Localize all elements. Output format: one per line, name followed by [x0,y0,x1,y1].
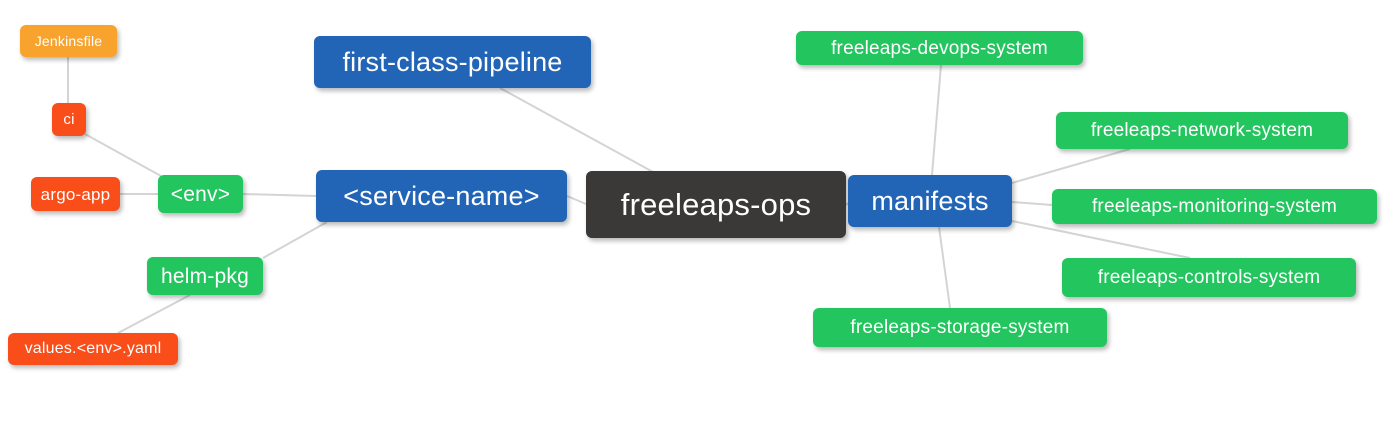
mindmap-node-helm-pkg[interactable]: helm-pkg [147,257,263,295]
edge-env-to-service-name [242,193,317,197]
edge-first-class-pipeline-to-freeleaps-ops [499,87,654,173]
edge-manifests-to-freeleaps-controls-system [1011,220,1191,259]
mindmap-node-label: first-class-pipeline [342,46,563,77]
mindmap-node-label: values.<env>.yaml [24,340,162,357]
mindmap-node-manifests[interactable]: manifests [848,175,1012,227]
mindmap-node-label: <service-name> [343,180,540,211]
mindmap-node-ci[interactable]: ci [52,103,86,136]
mindmap-node-label: freeleaps-devops-system [831,37,1048,59]
mindmap-node-service-name[interactable]: <service-name> [316,170,567,222]
edge-manifests-to-freeleaps-monitoring-system [1011,201,1053,206]
mindmap-node-first-class-pipeline[interactable]: first-class-pipeline [314,36,591,88]
mindmap-node-freeleaps-controls-system[interactable]: freeleaps-controls-system [1062,258,1356,297]
mindmap-node-argo-app[interactable]: argo-app [31,177,120,211]
mindmap-node-label: ci [63,111,75,128]
mindmap-node-env[interactable]: <env> [158,175,243,213]
edge-service-name-to-freeleaps-ops [566,195,587,205]
edge-manifests-to-freeleaps-network-system [1011,148,1131,184]
edge-ci-to-env [84,133,162,177]
mindmap-node-values-env-yaml[interactable]: values.<env>.yaml [8,333,178,365]
mindmap-node-freeleaps-network-system[interactable]: freeleaps-network-system [1056,112,1348,149]
mindmap-node-label: <env> [170,182,231,206]
mindmap-node-label: freeleaps-ops [620,187,812,222]
mindmap-node-label: freeleaps-storage-system [850,317,1070,338]
mindmap-node-label: freeleaps-controls-system [1097,267,1321,288]
mindmap-node-freeleaps-devops-system[interactable]: freeleaps-devops-system [796,31,1083,65]
edge-manifests-to-freeleaps-storage-system [938,226,951,309]
mindmap-node-label: freeleaps-network-system [1090,120,1314,141]
edge-freeleaps-devops-system-to-manifests [931,64,942,176]
mindmap-node-freeleaps-storage-system[interactable]: freeleaps-storage-system [813,308,1107,347]
mindmap-node-label: Jenkinsfile [34,33,103,49]
mindmap-node-freeleaps-ops[interactable]: freeleaps-ops [586,171,846,238]
mindmap-node-freeleaps-monitoring-system[interactable]: freeleaps-monitoring-system [1052,189,1377,224]
edge-values-env-yaml-to-helm-pkg [117,294,191,334]
mindmap-node-label: helm-pkg [161,264,249,288]
mindmap-node-jenkinsfile[interactable]: Jenkinsfile [20,25,117,57]
edge-helm-pkg-to-service-name [262,221,328,259]
mindmap-node-label: manifests [871,185,989,216]
mindmap-node-label: freeleaps-monitoring-system [1091,196,1338,217]
mindmap-node-label: argo-app [40,184,111,204]
